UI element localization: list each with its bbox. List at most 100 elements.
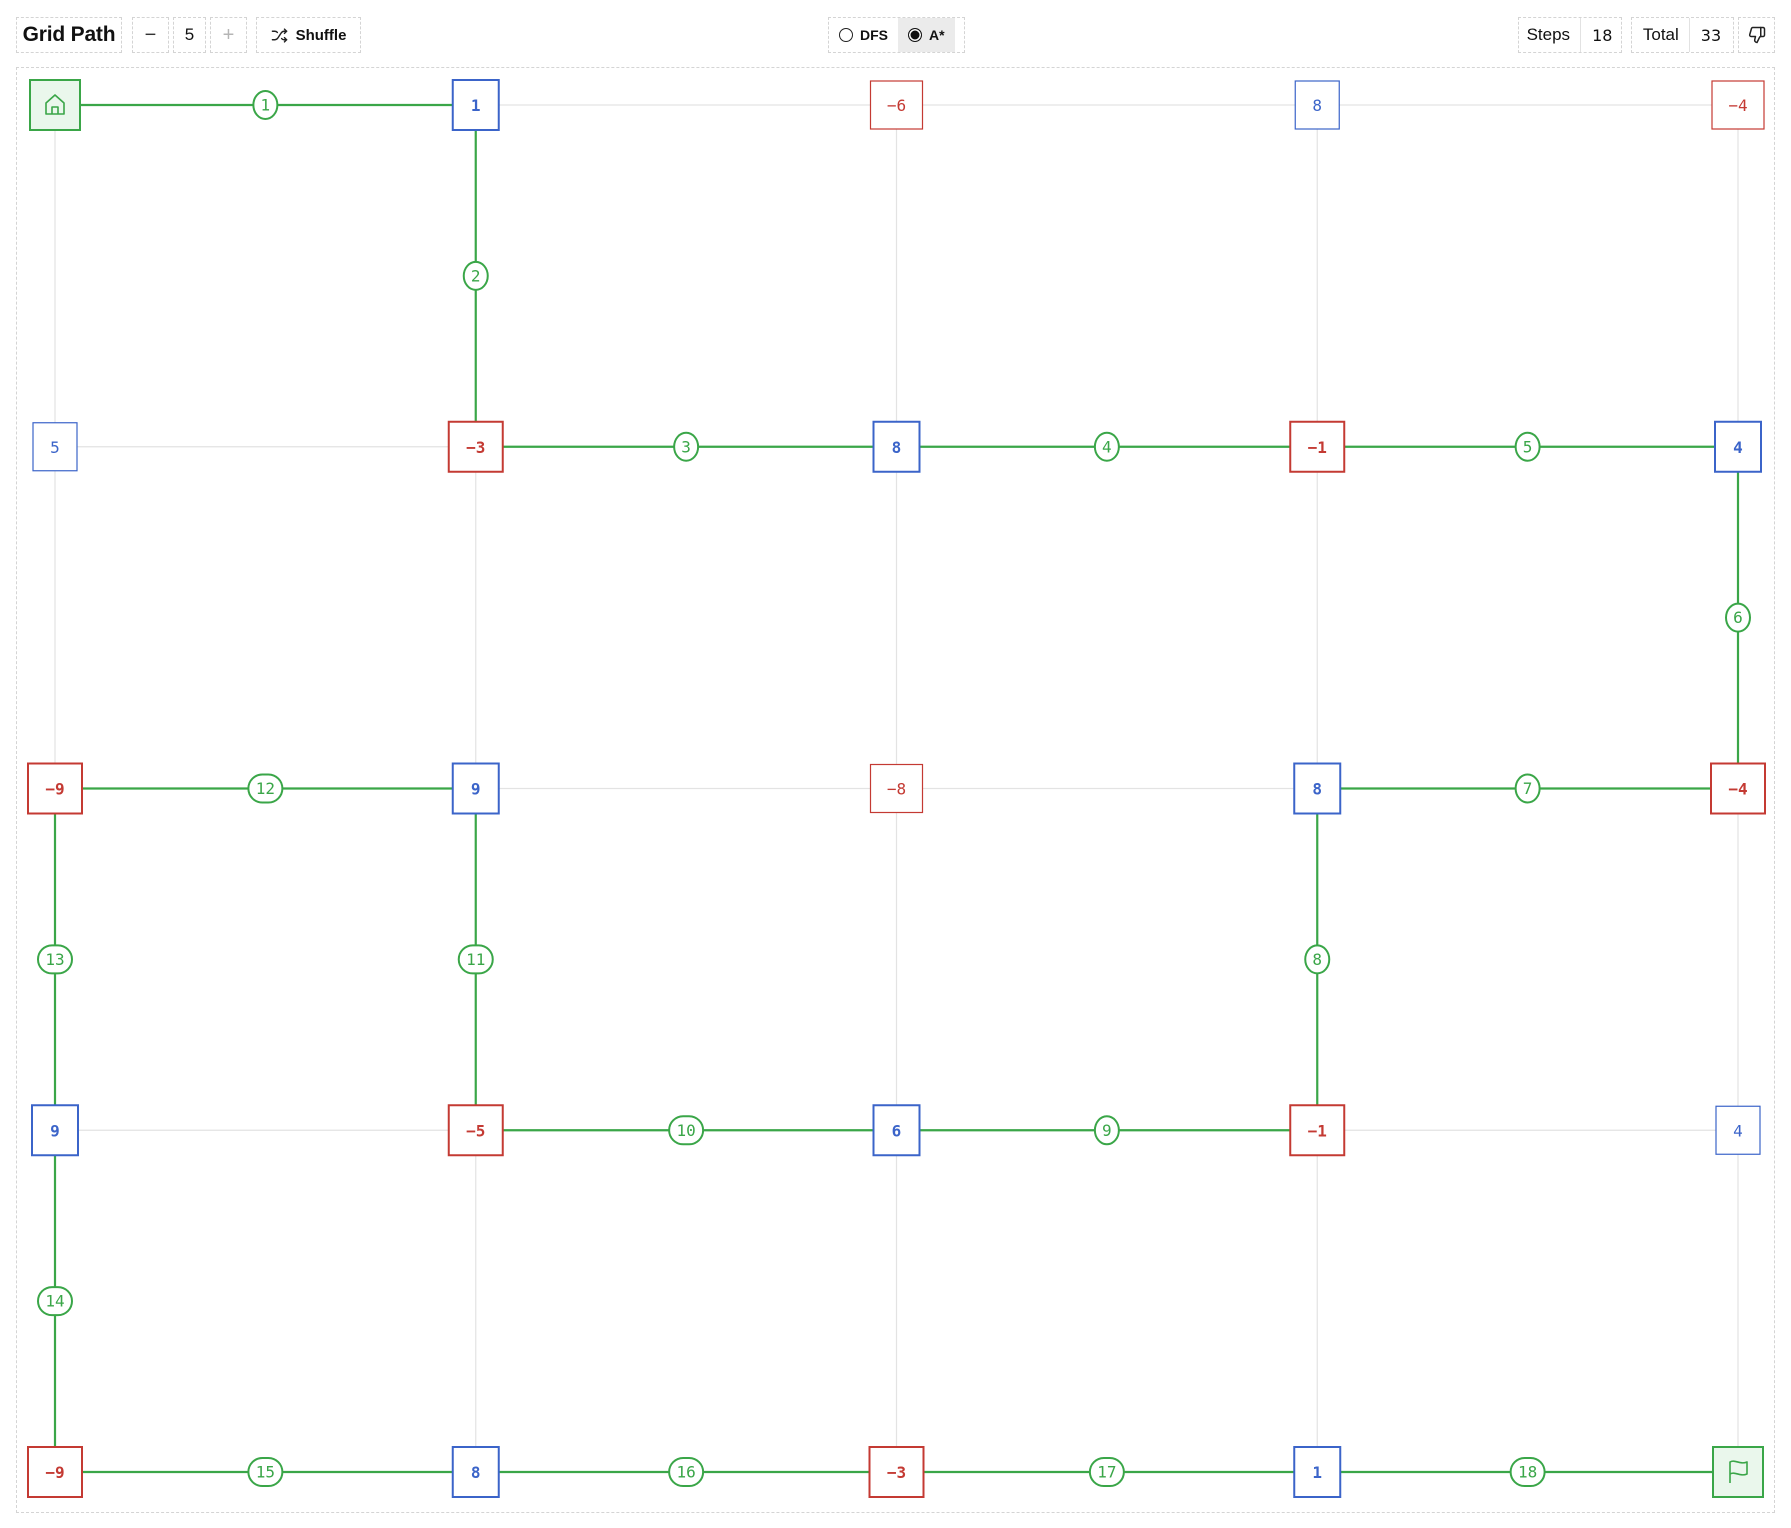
grid-cell[interactable]	[1710, 762, 1766, 815]
step-badge	[1725, 602, 1751, 633]
step-badge	[247, 773, 284, 804]
cell-value: 1	[1312, 1463, 1322, 1482]
radio-astar[interactable]	[908, 28, 922, 42]
step-number: 17	[1097, 1463, 1116, 1482]
cell-value: 5	[50, 438, 60, 457]
algorithm-selector: DFS A*	[828, 17, 965, 53]
grid-cell[interactable]	[1289, 420, 1346, 473]
grid-cell[interactable]	[1293, 762, 1342, 815]
step-badge	[668, 1115, 705, 1146]
cell-value: −8	[887, 780, 906, 799]
cell-value: 4	[1733, 438, 1743, 457]
grid-cell[interactable]	[1289, 1104, 1346, 1157]
grid-cell[interactable]	[869, 763, 924, 814]
cell-value: −4	[1728, 780, 1747, 799]
step-badge	[457, 944, 494, 975]
increase-size-button[interactable]: +	[210, 17, 247, 53]
step-badge	[1304, 944, 1331, 975]
grid-cell[interactable]	[1294, 80, 1340, 130]
cell-value: 6	[892, 1121, 902, 1140]
step-badge	[1509, 1457, 1546, 1487]
mode-label-astar: A*	[929, 27, 945, 43]
step-number: 4	[1102, 437, 1112, 456]
mode-label-dfs: DFS	[860, 27, 888, 43]
step-number: 15	[256, 1463, 275, 1482]
grid-cell[interactable]	[872, 420, 921, 473]
flag-icon	[1729, 1460, 1748, 1483]
grid-size-value: 5	[173, 17, 206, 53]
step-number: 13	[45, 950, 64, 969]
shuffle-icon	[271, 27, 287, 43]
step-number: 1	[261, 96, 271, 115]
cell-value: 8	[1312, 780, 1322, 799]
step-number: 16	[676, 1463, 695, 1482]
step-number: 7	[1523, 779, 1533, 798]
cell-value: −4	[1728, 96, 1747, 115]
cell-value: 8	[892, 438, 902, 457]
step-number: 2	[471, 266, 481, 285]
grid-cell[interactable]	[1714, 420, 1762, 473]
step-badge	[668, 1457, 705, 1487]
grid-cell[interactable]	[447, 1104, 504, 1157]
page-title: Grid Path	[16, 17, 122, 53]
steps-stat: Steps 18	[1518, 17, 1622, 53]
step-badge	[252, 90, 279, 120]
total-value: 33	[1688, 18, 1732, 52]
radio-dfs[interactable]	[839, 28, 853, 42]
dislike-button[interactable]	[1738, 17, 1775, 53]
grid-cell[interactable]	[1293, 1446, 1342, 1498]
step-badge	[673, 431, 700, 462]
total-label: Total	[1642, 25, 1679, 44]
cell-value: 9	[471, 780, 481, 799]
grid-cell[interactable]	[1711, 80, 1765, 130]
grid-cell[interactable]	[869, 80, 924, 130]
grid-cell[interactable]	[32, 422, 78, 472]
toolbar: Grid Path − 5 + Shuffle DFS A* Steps 18 …	[0, 0, 1791, 70]
cell-value: −3	[887, 1463, 906, 1482]
step-number: 12	[256, 779, 275, 798]
mode-option-dfs[interactable]: DFS	[829, 18, 898, 52]
step-number: 5	[1523, 437, 1533, 456]
grid-cell[interactable]	[868, 1446, 925, 1498]
step-badge	[37, 1286, 73, 1317]
mode-option-astar[interactable]: A*	[898, 18, 955, 52]
step-number: 3	[681, 437, 691, 456]
grid-cell[interactable]	[27, 1446, 83, 1498]
cell-value: −6	[887, 96, 906, 115]
cell-value: −5	[466, 1121, 485, 1140]
steps-label: Steps	[1526, 25, 1571, 44]
grid-cell[interactable]	[451, 762, 500, 815]
total-stat: Total 33	[1631, 17, 1734, 53]
goal-cell[interactable]	[1712, 1446, 1764, 1498]
grid-cell[interactable]	[1715, 1105, 1761, 1155]
step-number: 8	[1312, 950, 1322, 969]
steps-value: 18	[1580, 18, 1623, 52]
grid-cell[interactable]	[27, 762, 83, 815]
step-number: 10	[676, 1121, 695, 1140]
step-badge	[462, 260, 489, 291]
cell-value: −3	[466, 438, 485, 457]
grid-cell[interactable]	[31, 1104, 79, 1157]
step-badge	[1088, 1457, 1125, 1487]
step-badge	[1093, 1115, 1120, 1146]
grid-cell[interactable]	[447, 420, 504, 473]
grid-cell[interactable]	[451, 79, 500, 131]
start-cell[interactable]	[29, 79, 81, 131]
cell-value: −9	[45, 1463, 64, 1482]
cell-value: 8	[471, 1463, 481, 1482]
step-badge	[1514, 431, 1541, 462]
grid-cell[interactable]	[872, 1104, 921, 1157]
step-number: 9	[1102, 1121, 1112, 1140]
grid-cell[interactable]	[451, 1446, 500, 1498]
step-badge	[37, 944, 73, 975]
step-badge	[1514, 773, 1541, 804]
shuffle-button[interactable]: Shuffle	[256, 17, 361, 53]
step-number: 6	[1733, 608, 1743, 627]
step-number: 14	[45, 1292, 64, 1311]
cell-value: 9	[50, 1121, 60, 1140]
shuffle-label: Shuffle	[295, 26, 347, 44]
cell-value: 8	[1312, 96, 1322, 115]
step-number: 18	[1518, 1463, 1537, 1482]
decrease-size-button[interactable]: −	[132, 17, 169, 53]
